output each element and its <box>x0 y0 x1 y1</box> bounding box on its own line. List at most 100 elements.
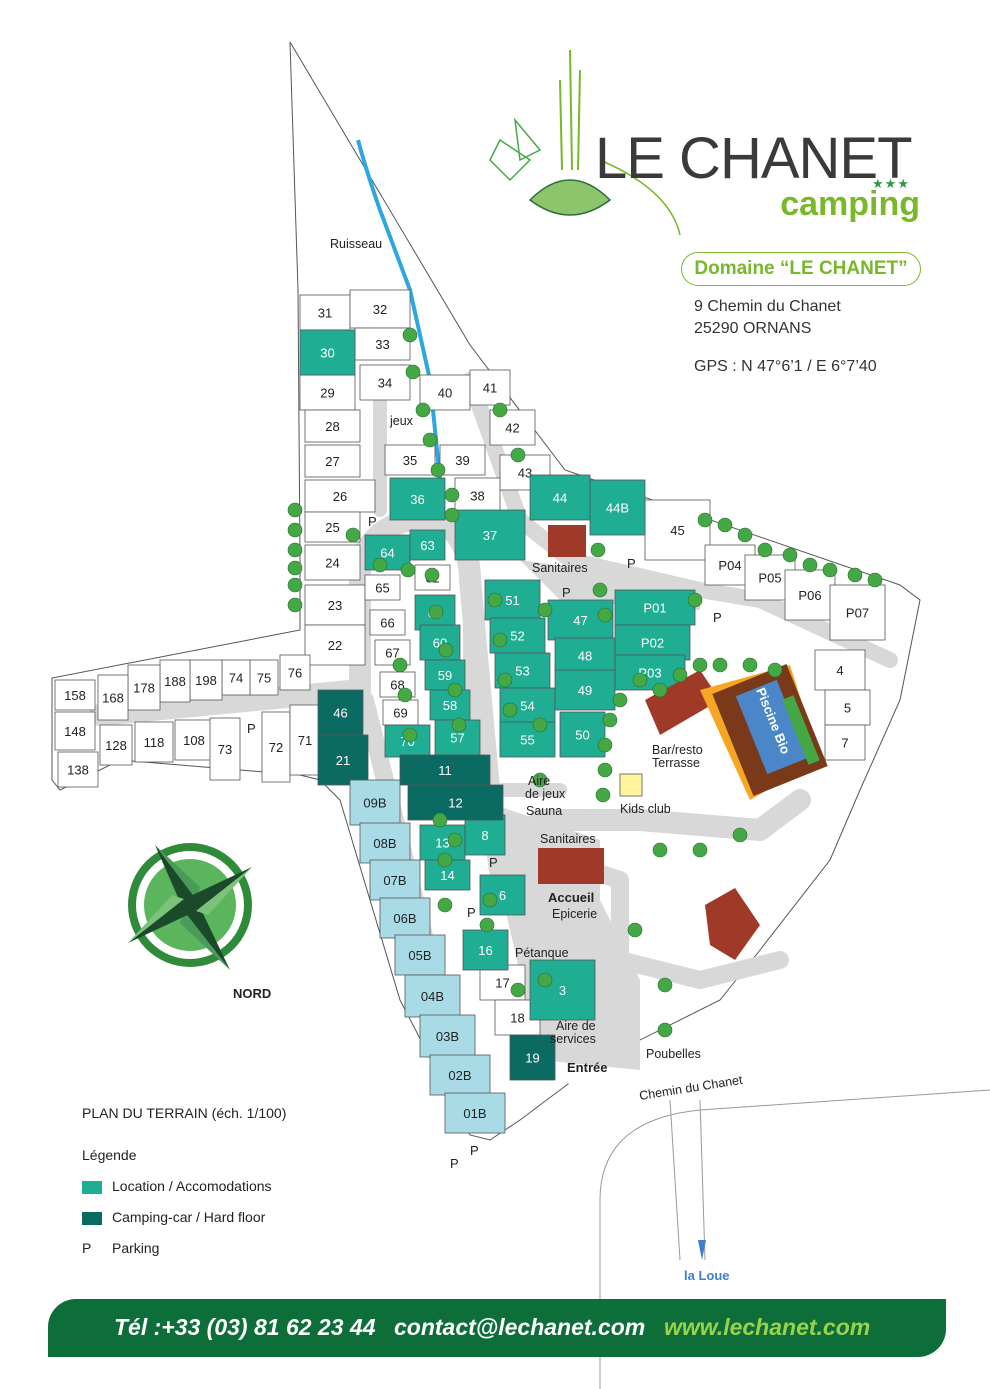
pitch-19: 19 <box>509 1034 556 1081</box>
pitch-75: 75 <box>249 659 279 696</box>
trees <box>287 327 883 1038</box>
pitch-number: 8 <box>481 828 488 843</box>
tree-icon <box>632 672 648 688</box>
tree-icon <box>444 507 460 523</box>
pitch-12: 12 <box>407 784 504 821</box>
pitch-number: 04B <box>421 989 444 1004</box>
pitch-number: 51 <box>505 593 519 608</box>
house-building <box>705 888 760 960</box>
label-petanque: Pétanque <box>515 946 569 960</box>
buildings <box>538 525 828 960</box>
tree-icon <box>437 897 453 913</box>
pitch-area <box>209 717 241 781</box>
pitch-07b: 07B <box>369 859 421 901</box>
tree-icon <box>590 542 606 558</box>
pitch-number: 06B <box>393 911 416 926</box>
sanitaires-top-building <box>548 525 586 557</box>
pitch-8: 8 <box>464 814 506 856</box>
footer-phone[interactable]: Tél :+33 (03) 81 62 23 44 <box>114 1314 376 1340</box>
pitch-number: 26 <box>333 489 347 504</box>
legend-label-parking: Parking <box>112 1240 160 1256</box>
pitch-area <box>299 294 351 331</box>
legend-swatch-location <box>82 1180 102 1194</box>
pitch-number: 24 <box>325 556 339 571</box>
pitch-area <box>589 479 646 536</box>
pitch-number: 4 <box>836 663 843 678</box>
pitch-area <box>407 784 504 821</box>
tree-icon <box>510 447 526 463</box>
tree-icon <box>597 607 613 623</box>
tree-icon <box>447 682 463 698</box>
pitch-number: 21 <box>336 753 350 768</box>
pitch-area <box>644 499 711 561</box>
pitch-76: 76 <box>279 654 311 691</box>
pitch-number: 44B <box>606 501 629 516</box>
pitch-49: 49 <box>554 669 616 711</box>
parking-mark: P <box>467 905 476 920</box>
pitch-3: 3 <box>529 959 596 1021</box>
tree-icon <box>287 577 303 593</box>
pitch-area <box>359 364 411 401</box>
tree-icon <box>405 364 421 380</box>
pitch-number: 158 <box>64 688 86 703</box>
pitch-area <box>249 659 279 696</box>
pitch-area <box>261 711 291 783</box>
footer-email[interactable]: contact@lechanet.com <box>394 1314 646 1340</box>
pitch-number: 50 <box>575 728 589 743</box>
pitch-area <box>382 699 419 726</box>
pitch-26: 26 <box>304 479 376 513</box>
domain-title: Domaine “LE CHANET” <box>681 252 921 286</box>
tree-icon <box>802 557 818 573</box>
pitch-area <box>349 779 401 826</box>
pitch-number: 19 <box>525 1051 539 1066</box>
pitch-number: 76 <box>288 666 302 681</box>
pitch-area <box>404 974 461 1018</box>
tree-icon <box>428 604 444 620</box>
tree-icon <box>400 562 416 578</box>
pitch-35: 35 <box>384 444 436 476</box>
tree-icon <box>397 687 413 703</box>
pitch-area <box>814 649 866 691</box>
pitch-number: 72 <box>269 740 283 755</box>
pitch-128: 128 <box>99 724 133 766</box>
tree-icon <box>757 542 773 558</box>
tree-icon <box>652 842 668 858</box>
pitch-area <box>829 584 886 641</box>
pitch-number: 31 <box>318 306 332 321</box>
tree-icon <box>345 527 361 543</box>
pitch-44: 44 <box>529 474 591 521</box>
pitch-area <box>304 624 366 666</box>
pitch-34: 34 <box>359 364 411 401</box>
pitch-area <box>614 589 696 626</box>
pitch-area <box>97 674 129 721</box>
pitch-area <box>469 369 511 406</box>
pitch-number: 38 <box>470 489 484 504</box>
pitch-number: 198 <box>195 673 217 688</box>
pitch-p06: P06 <box>784 569 836 621</box>
pitch-number: 13 <box>435 836 449 851</box>
pitch-71: 71 <box>289 704 321 776</box>
parking-marks: P P P P P P P P P <box>247 514 722 1171</box>
pitch-number: 73 <box>218 742 232 757</box>
pitch-area <box>444 1092 506 1134</box>
pitch-area <box>554 669 616 711</box>
pitch-area <box>464 814 506 856</box>
pitch-48: 48 <box>554 637 616 674</box>
pitch-number: 44 <box>553 491 567 506</box>
pitch-area <box>299 329 356 376</box>
parking-mark: P <box>713 610 722 625</box>
pitch-36: 36 <box>389 477 446 521</box>
pitch-number: 58 <box>443 698 457 713</box>
pitch-number: 18 <box>510 1011 524 1026</box>
legend-swatch-campingcar <box>82 1211 102 1225</box>
label-sauna: Sauna <box>526 804 562 818</box>
pitch-7: 7 <box>824 724 866 761</box>
footer-website[interactable]: www.lechanet.com <box>664 1314 871 1340</box>
pitch-number: 35 <box>403 453 417 468</box>
pitch-69: 69 <box>382 699 419 726</box>
label-bar-2: Terrasse <box>652 756 700 770</box>
pitch-198: 198 <box>189 659 223 701</box>
pitch-number: 39 <box>455 453 469 468</box>
label-sanitaires-top: Sanitaires <box>532 561 588 575</box>
